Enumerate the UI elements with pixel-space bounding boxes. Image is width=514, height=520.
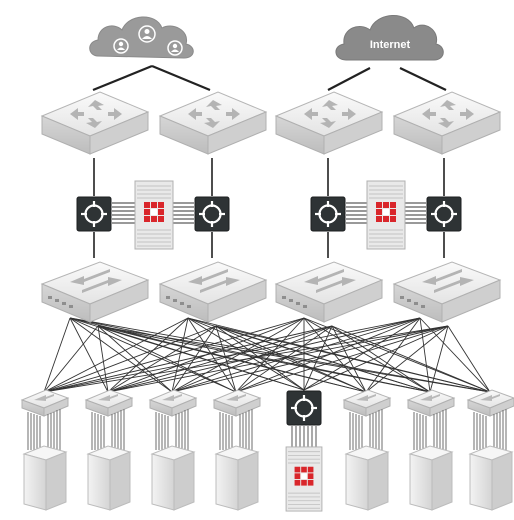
mesh-link <box>97 325 367 393</box>
mesh-link <box>107 317 421 393</box>
router-2 <box>159 91 267 155</box>
router-4 <box>393 91 501 155</box>
bypass-switch-icon <box>76 196 112 232</box>
mesh-link <box>43 317 189 393</box>
server-rack-3 <box>149 389 197 511</box>
server-rack-4 <box>213 389 261 511</box>
mesh-link <box>97 325 491 393</box>
mesh-link <box>107 325 217 393</box>
center-cabling <box>291 426 317 448</box>
mesh-link <box>97 325 305 391</box>
router-3 <box>275 91 383 155</box>
mesh-link <box>97 325 237 393</box>
mesh-link <box>429 325 449 393</box>
mesh-link <box>43 325 333 393</box>
mesh-link <box>365 317 421 393</box>
mesh-link <box>235 325 449 393</box>
mesh-link <box>69 317 109 393</box>
users-cloud <box>89 16 194 59</box>
mesh-link <box>303 317 491 393</box>
vertical-links <box>93 158 445 258</box>
mesh-link <box>215 325 431 393</box>
mesh-link <box>171 325 333 393</box>
mesh-link <box>107 325 449 393</box>
mesh-link <box>447 325 491 393</box>
mesh-link <box>43 325 99 393</box>
server-rack-2 <box>85 389 133 511</box>
mesh-link <box>331 325 491 393</box>
bypass-switch-icon <box>194 196 230 232</box>
mesh-link <box>43 325 217 393</box>
server-rack-7 <box>467 389 514 511</box>
spine-leaf-mesh <box>43 317 491 393</box>
switch-2 <box>159 261 267 323</box>
mesh-link <box>107 317 189 393</box>
internet-cloud: Internet <box>335 15 444 61</box>
mesh-link <box>303 317 421 391</box>
mesh-link <box>171 325 217 393</box>
firewall-appliance-icon <box>366 180 406 250</box>
server-rack-6 <box>407 389 455 511</box>
mesh-link <box>171 317 305 393</box>
mesh-link <box>69 317 491 393</box>
bypass-switch-icon <box>286 390 322 426</box>
mesh-link <box>171 317 189 393</box>
switch-3 <box>275 261 383 323</box>
mesh-link <box>97 325 173 393</box>
mesh-link <box>69 317 173 393</box>
mesh-link <box>43 325 449 393</box>
switch-1 <box>41 261 149 323</box>
mesh-link <box>215 325 491 393</box>
mesh-link <box>187 317 305 391</box>
mesh-link <box>97 325 109 393</box>
mesh-link <box>187 317 237 393</box>
bypass-switch-icon <box>310 196 346 232</box>
mesh-link <box>303 317 367 393</box>
cloud-uplinks <box>92 64 447 92</box>
server-rack-5 <box>343 389 391 511</box>
switch-4 <box>393 261 501 323</box>
mesh-link <box>215 325 237 393</box>
firewall-appliance-icon <box>134 180 174 250</box>
mesh-link <box>43 317 71 393</box>
mesh-link <box>69 317 237 393</box>
mesh-link <box>303 325 449 391</box>
mesh-link <box>215 325 305 391</box>
mesh-link <box>43 317 421 393</box>
mesh-link <box>331 325 431 393</box>
mesh-link <box>107 325 333 393</box>
router-1 <box>41 91 149 155</box>
mesh-link <box>97 325 431 393</box>
mesh-link <box>171 317 421 393</box>
mesh-link <box>331 325 367 393</box>
firewall-appliance-icon <box>285 446 323 512</box>
users-icon <box>113 25 183 56</box>
mesh-link <box>365 325 449 393</box>
mesh-link <box>43 317 305 393</box>
internet-label: Internet <box>370 39 411 51</box>
mesh-link <box>171 325 449 393</box>
bypass-switch-icon <box>426 196 462 232</box>
mesh-link <box>215 325 367 393</box>
server-rack-1 <box>21 389 69 511</box>
